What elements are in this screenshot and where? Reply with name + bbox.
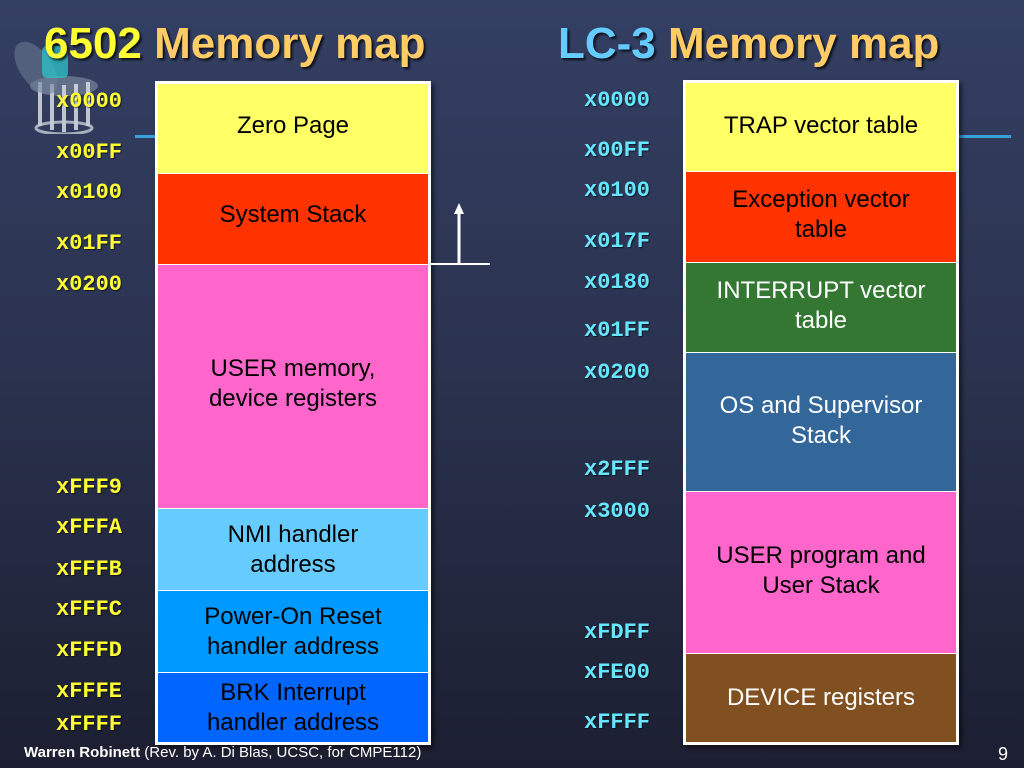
address-label: xFDFF: [584, 620, 651, 645]
title-underline-right: [957, 135, 1011, 138]
address-label: xFFFB: [56, 557, 123, 582]
block-label-line: USER memory,: [210, 355, 376, 382]
block-label-line: device registers: [208, 385, 378, 412]
block-zero-page: Zero Page: [158, 84, 428, 173]
address-label: xFFFE: [56, 679, 123, 704]
address-label: x0100: [584, 178, 651, 203]
address-label: x3000: [584, 499, 651, 524]
block-user-program-stack: USER program and User Stack: [686, 492, 956, 653]
address-label: x0100: [56, 180, 123, 205]
block-label-line: table: [794, 307, 848, 334]
title-lc3-memory-map: LC-3 Memory map: [558, 14, 939, 74]
title-6502-memory-map: 6502 Memory map: [44, 14, 426, 74]
block-label-line: address: [250, 550, 336, 578]
block-label-line: table: [794, 216, 848, 243]
memory-map-6502: Zero Page System Stack USER memory, devi…: [155, 81, 431, 745]
up-arrow-icon: [430, 203, 490, 265]
block-label-line: BRK Interrupt: [220, 678, 366, 706]
title-6502-label: Memory map: [154, 19, 426, 68]
block-interrupt-vector-table: INTERRUPT vector table: [686, 263, 956, 352]
block-label-line: INTERRUPT vector: [716, 277, 926, 304]
block-label-line: handler address: [206, 708, 380, 736]
address-label: x01FF: [584, 318, 651, 343]
block-user-memory: USER memory, device registers: [158, 265, 428, 508]
address-label: x00FF: [584, 138, 651, 163]
footer-revision: (Rev. by A. Di Blas, UCSC, for CMPE112): [144, 744, 422, 761]
block-label-line: USER program and: [716, 542, 926, 569]
address-label: x017F: [584, 229, 651, 254]
title-lc3-chip: LC-3: [558, 19, 656, 68]
block-label-line: Zero Page: [236, 112, 350, 139]
block-label-line: OS and Supervisor: [719, 392, 923, 419]
address-label: xFFFF: [56, 712, 123, 737]
address-label: xFFF9: [56, 475, 123, 500]
address-label: x0200: [584, 360, 651, 385]
memory-map-lc3: TRAP vector table Exception vector table…: [683, 80, 959, 745]
address-label: xFFFC: [56, 597, 123, 622]
block-label-line: DEVICE registers: [726, 684, 916, 711]
block-device-registers: DEVICE registers: [686, 654, 956, 742]
footer-author: Warren Robinett: [24, 744, 141, 761]
columns-logo-icon: [14, 41, 98, 134]
block-nmi-handler: NMI handler address: [158, 509, 428, 590]
address-label: x01FF: [56, 231, 123, 256]
footer-credit: Warren Robinett (Rev. by A. Di Blas, UCS…: [24, 743, 421, 763]
block-label-line: Stack: [790, 422, 852, 449]
block-trap-vector-table: TRAP vector table: [686, 83, 956, 171]
block-label-line: System Stack: [219, 201, 367, 228]
page-number: 9: [998, 744, 1009, 764]
block-brk-interrupt: BRK Interrupt handler address: [158, 673, 428, 742]
block-label-line: NMI handler: [227, 520, 359, 548]
address-label: xFFFF: [584, 710, 651, 735]
title-lc3-label: Memory map: [668, 19, 940, 68]
block-exception-vector-table: Exception vector table: [686, 172, 956, 262]
block-label-line: User Stack: [762, 572, 880, 599]
block-label-line: Exception vector: [732, 186, 910, 213]
block-label-line: handler address: [206, 632, 380, 660]
address-label: x00FF: [56, 140, 123, 165]
address-label: x2FFF: [584, 457, 651, 482]
block-label-line: Power-On Reset: [204, 602, 382, 630]
address-label: x0000: [584, 88, 651, 113]
address-label: x0000: [56, 89, 123, 114]
address-label: xFFFA: [56, 515, 123, 540]
address-label: xFE00: [584, 660, 651, 685]
block-label-line: TRAP vector table: [723, 112, 919, 139]
address-label: x0200: [56, 272, 123, 297]
title-6502-chip: 6502: [44, 19, 142, 68]
block-os-supervisor-stack: OS and Supervisor Stack: [686, 353, 956, 491]
block-system-stack: System Stack: [158, 174, 428, 264]
block-power-on-reset: Power-On Reset handler address: [158, 591, 428, 672]
address-label: xFFFD: [56, 638, 123, 663]
address-label: x0180: [584, 270, 651, 295]
